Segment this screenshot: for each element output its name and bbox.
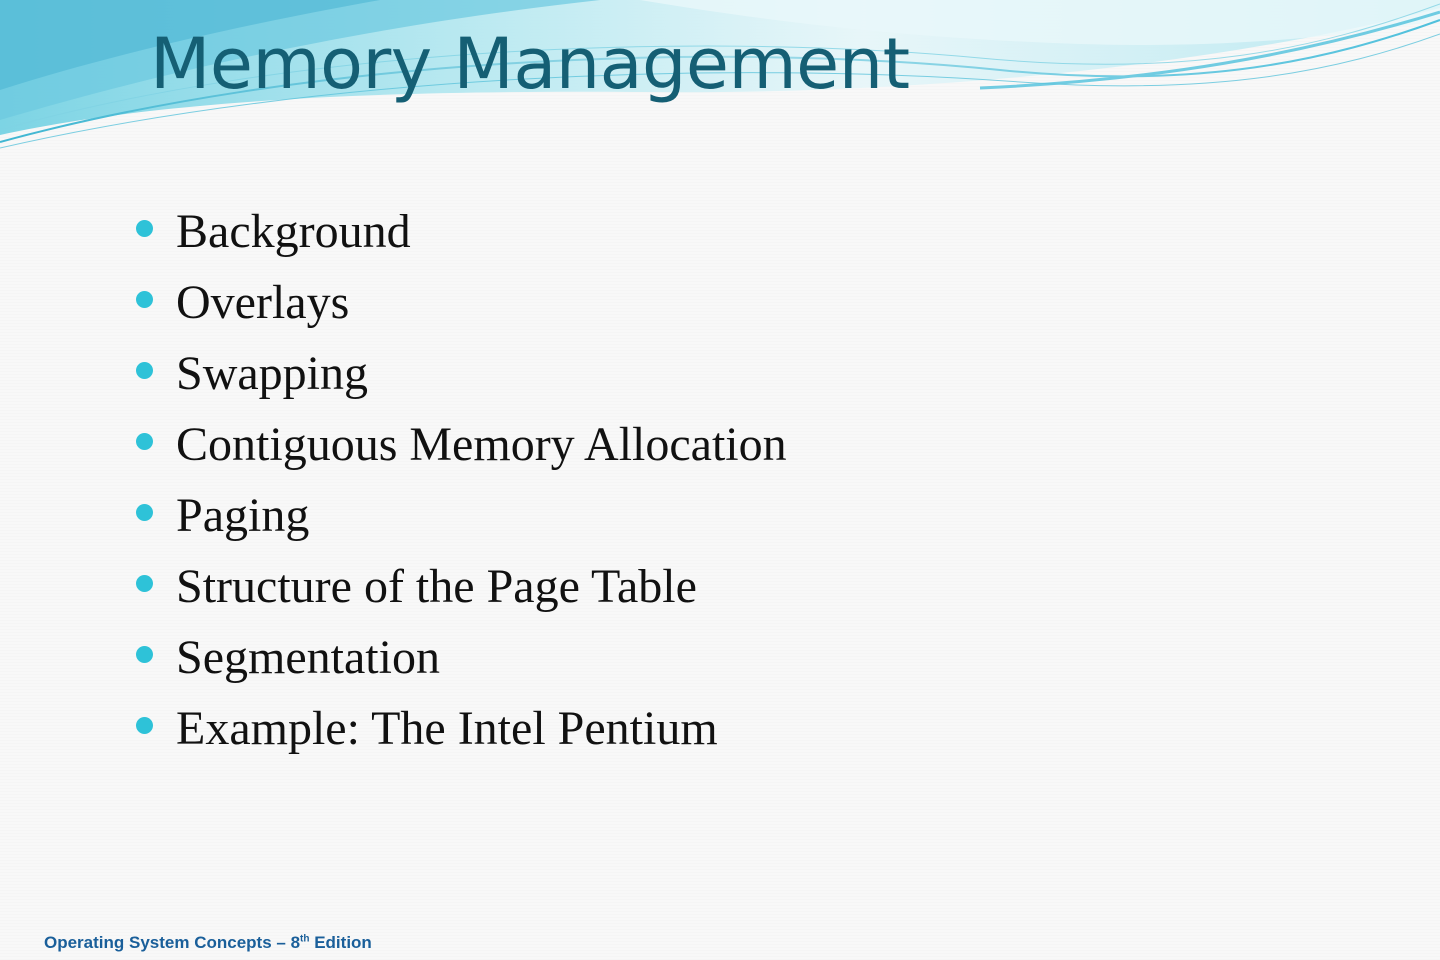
footer-suffix: Edition (309, 933, 372, 952)
list-item: Overlays (136, 267, 787, 338)
list-item: Contiguous Memory Allocation (136, 409, 787, 480)
list-item: Structure of the Page Table (136, 551, 787, 622)
bullet-dot-icon (136, 575, 153, 592)
bullet-dot-icon (136, 362, 153, 379)
list-item: Swapping (136, 338, 787, 409)
bullet-text: Background (176, 205, 411, 258)
bullet-text: Overlays (176, 276, 350, 329)
list-item: Paging (136, 480, 787, 551)
bullet-dot-icon (136, 504, 153, 521)
list-item: Example: The Intel Pentium (136, 693, 787, 764)
bullet-dot-icon (136, 646, 153, 663)
bullet-text: Swapping (176, 347, 368, 400)
bullet-text: Segmentation (176, 631, 440, 684)
list-item: Background (136, 196, 787, 267)
header-wave-decoration (0, 0, 1440, 149)
footer-prefix: Operating System Concepts – 8 (44, 933, 301, 952)
bullet-dot-icon (136, 291, 153, 308)
bullet-text: Contiguous Memory Allocation (176, 418, 787, 471)
slide-title: Memory Management (150, 23, 910, 105)
footer-superscript: th (300, 933, 310, 945)
footer-caption: Operating System Concepts – 8th Edition (44, 933, 372, 953)
bullet-text: Paging (176, 489, 310, 542)
bullet-dot-icon (136, 220, 153, 237)
bullet-text: Structure of the Page Table (176, 560, 697, 613)
bullet-list: Background Overlays Swapping Contiguous … (136, 196, 787, 764)
list-item: Segmentation (136, 622, 787, 693)
bullet-dot-icon (136, 717, 153, 734)
bullet-text: Example: The Intel Pentium (176, 702, 718, 755)
bullet-dot-icon (136, 433, 153, 450)
